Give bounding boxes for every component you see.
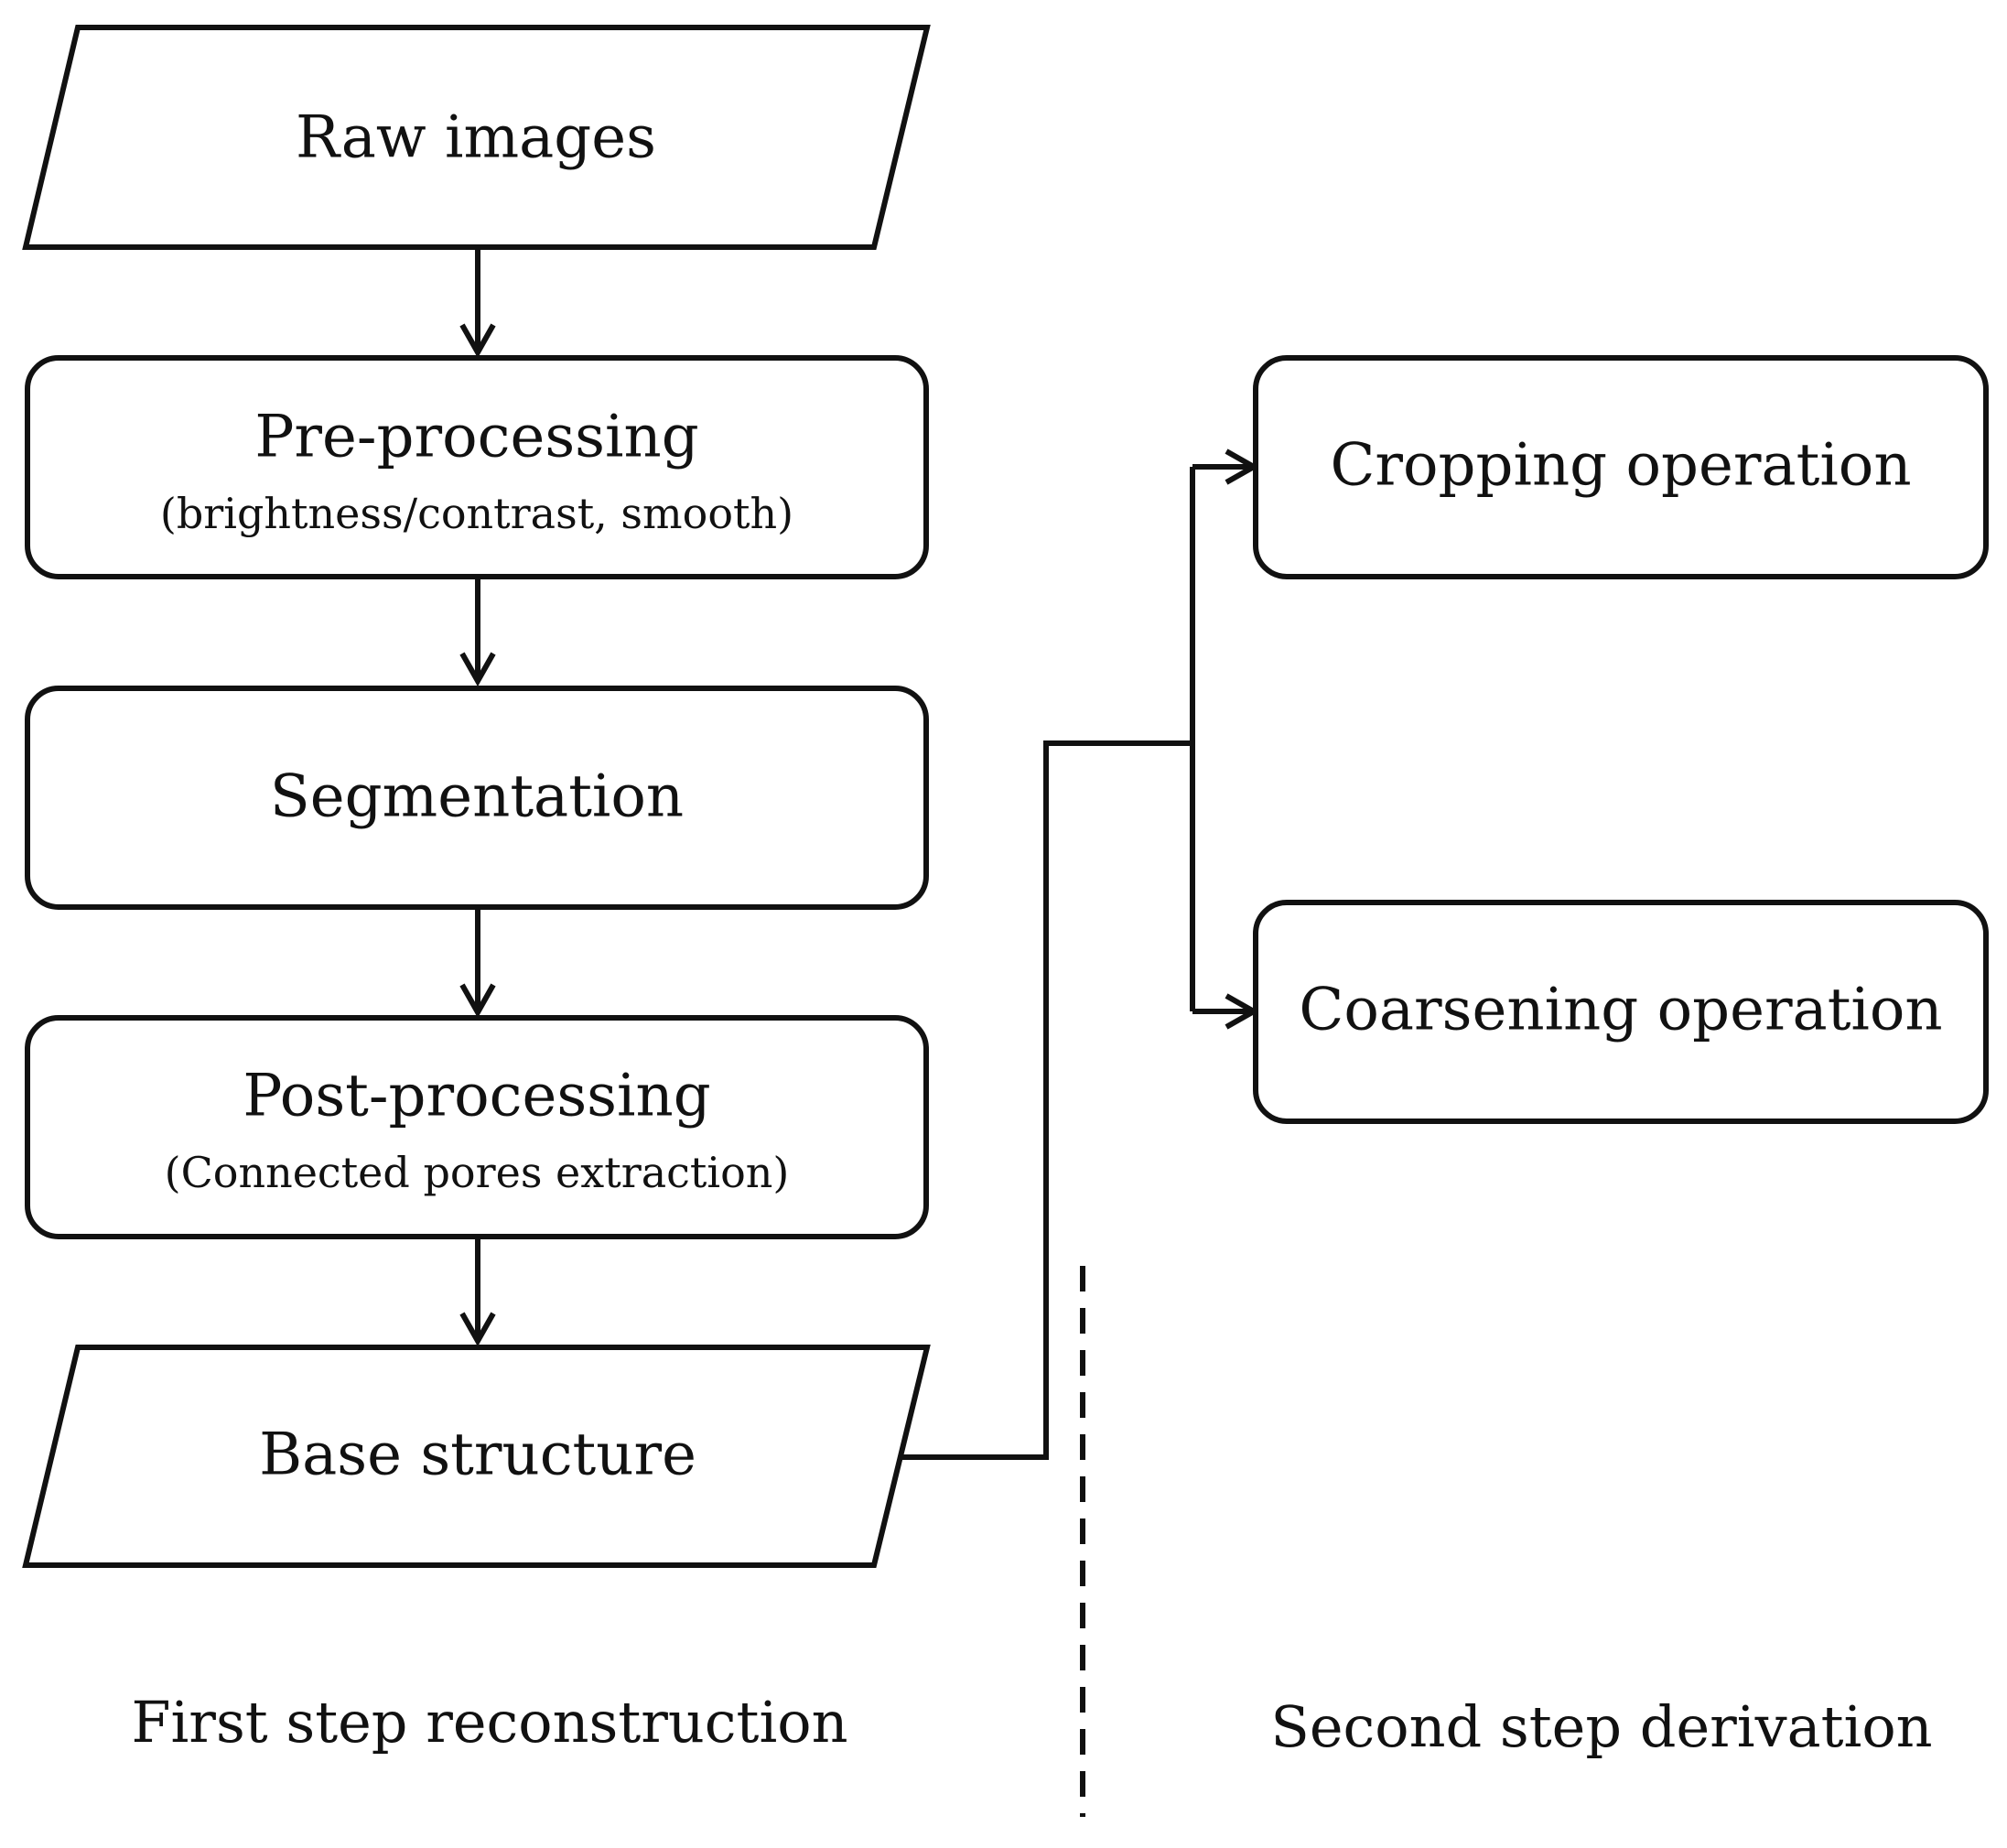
coarsening-label: Coarsening operation bbox=[1299, 977, 1942, 1044]
pre-processing-label: Pre-processing bbox=[254, 404, 698, 471]
coarsening-shape bbox=[1253, 900, 1989, 1124]
arrow-pre-to-seg bbox=[459, 577, 496, 687]
raw-images-label: Raw images bbox=[296, 104, 656, 172]
post-processing-label: Post-processing bbox=[243, 1063, 710, 1130]
raw-images-shape bbox=[22, 25, 931, 250]
arrow-raw-to-pre bbox=[459, 247, 496, 359]
segmentation-node: Segmentation bbox=[25, 686, 929, 910]
raw-images-node: Raw images bbox=[22, 25, 931, 250]
base-structure-shape bbox=[22, 1345, 931, 1568]
section-label-right: Second step derivation bbox=[1270, 1693, 1932, 1760]
base-structure-label: Base structure bbox=[259, 1421, 696, 1489]
post-processing-node: Post-processing (Connected pores extract… bbox=[25, 1015, 929, 1239]
segmentation-label: Segmentation bbox=[270, 763, 684, 831]
cropping-shape bbox=[1253, 355, 1989, 579]
cropping-label: Cropping operation bbox=[1330, 432, 1911, 500]
pre-processing-sublabel: (brightness/contrast, smooth) bbox=[160, 489, 793, 538]
base-structure-node: Base structure bbox=[22, 1345, 931, 1568]
coarsening-node: Coarsening operation bbox=[1253, 900, 1989, 1124]
post-processing-sublabel: (Connected pores extraction) bbox=[165, 1148, 790, 1197]
arrow-post-to-base bbox=[459, 1237, 496, 1347]
arrow-seg-to-post bbox=[459, 907, 496, 1019]
branch-connector bbox=[902, 448, 1260, 1460]
pre-processing-node: Pre-processing (brightness/contrast, smo… bbox=[25, 355, 929, 579]
cropping-node: Cropping operation bbox=[1253, 355, 1989, 579]
section-label-left: First step reconstruction bbox=[131, 1689, 847, 1756]
